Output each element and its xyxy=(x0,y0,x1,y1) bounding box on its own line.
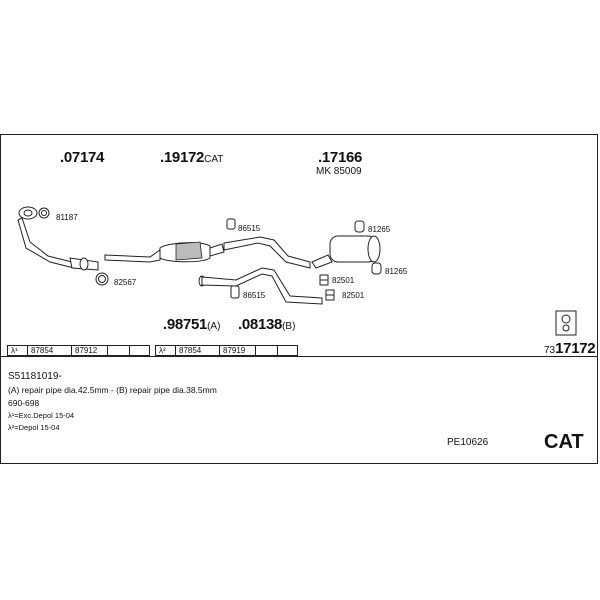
lambda2-cell xyxy=(278,346,297,355)
rear-silencer-part-number[interactable]: .17166 xyxy=(318,149,363,166)
kit-reference-code: 17172 xyxy=(555,340,596,357)
lambda2-label: λ² xyxy=(156,346,176,355)
part-label-82567[interactable]: 82567 xyxy=(114,278,137,287)
cat-badge: CAT xyxy=(544,431,584,453)
kit-reference-prefix: 73 xyxy=(544,345,556,356)
gasket-81187-icon xyxy=(38,207,50,219)
rear-mounting-kit[interactable]: MK 85009 xyxy=(316,166,362,177)
part-label-81187[interactable]: 81187 xyxy=(56,213,78,222)
repair-pipe-a-code: .98751 xyxy=(163,316,208,333)
lambda1-ref-table: λ¹ 87854 87912 xyxy=(7,345,150,356)
note-serial: S51181019- xyxy=(8,371,62,382)
catalyst-part-suffix: CAT xyxy=(204,154,224,165)
part-label-81265-lower[interactable]: 81265 xyxy=(385,267,408,276)
clamp-82501-lower-icon xyxy=(325,289,335,301)
front-pipe-part-number[interactable]: .07174 xyxy=(60,149,105,166)
lambda2-cell[interactable]: 87919 xyxy=(220,346,256,355)
note-lambda1: λ¹=Exc.Depol 15-04 xyxy=(8,411,75,420)
repair-pipe-a[interactable]: .98751(A) xyxy=(163,316,220,334)
notes-divider xyxy=(0,356,598,357)
part-label-82501-upper[interactable]: 82501 xyxy=(332,276,355,285)
note-lambda2: λ²=Depol 15-04 xyxy=(8,423,60,432)
front-pipe[interactable] xyxy=(17,206,99,271)
lambda1-cell xyxy=(130,346,149,355)
clamp-82567-icon xyxy=(95,272,109,286)
repair-pipe-b[interactable]: .08138(B) xyxy=(238,316,295,334)
hanger-81265-upper-icon xyxy=(354,220,365,233)
kit-reference[interactable]: 7317172 xyxy=(544,340,596,358)
part-label-82501-lower[interactable]: 82501 xyxy=(342,291,365,300)
catalyst-part-code: .19172 xyxy=(160,149,205,166)
rear-silencer[interactable] xyxy=(311,235,381,269)
clamp-82501-upper-icon xyxy=(319,274,329,286)
repair-pipe-b-code: .08138 xyxy=(238,316,283,333)
lambda1-cell[interactable]: 87854 xyxy=(28,346,72,355)
catalyst-part-number[interactable]: .19172CAT xyxy=(160,149,223,167)
middle-pipe-upper[interactable] xyxy=(223,236,311,269)
part-label-86515-upper[interactable]: 86515 xyxy=(238,224,261,233)
lambda2-ref-table: λ² 87854 87919 xyxy=(155,345,298,356)
catalyst[interactable] xyxy=(104,241,225,263)
hanger-86515-lower-icon xyxy=(230,285,240,299)
lambda1-label: λ¹ xyxy=(8,346,28,355)
lambda2-cell xyxy=(256,346,278,355)
diagram-frame xyxy=(0,134,598,464)
hanger-81265-lower-icon xyxy=(371,262,382,275)
note-range: 690-698 xyxy=(8,398,40,408)
lambda1-cell[interactable]: 87912 xyxy=(72,346,108,355)
part-label-86515-lower[interactable]: 86515 xyxy=(243,291,266,300)
hanger-86515-upper-icon xyxy=(226,218,236,230)
lambda2-cell[interactable]: 87854 xyxy=(176,346,220,355)
mounting-kit-icon[interactable] xyxy=(555,310,577,336)
part-label-81265-upper[interactable]: 81265 xyxy=(368,225,391,234)
diagram-code: PE10626 xyxy=(447,437,489,448)
repair-pipe-b-suffix: (B) xyxy=(282,321,296,332)
lambda1-cell xyxy=(108,346,130,355)
repair-pipe-a-suffix: (A) xyxy=(207,321,221,332)
note-repair-pipes: (A) repair pipe dia.42.5mm - (B) repair … xyxy=(8,385,217,395)
